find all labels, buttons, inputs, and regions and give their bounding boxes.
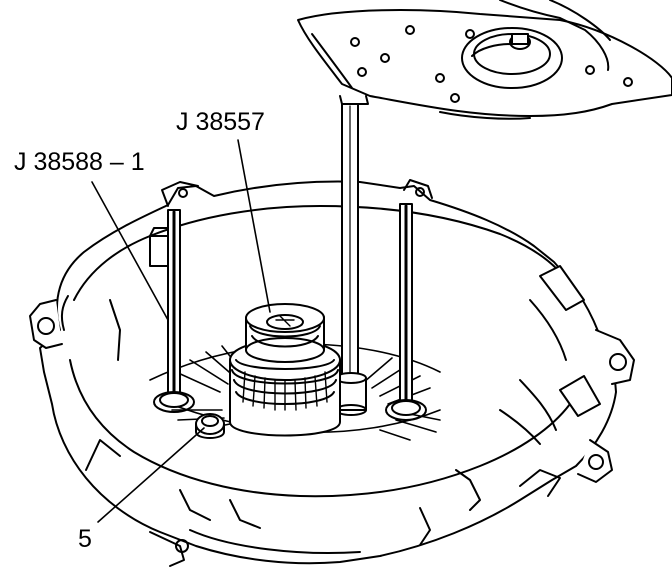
label-j38557: J 38557 bbox=[176, 108, 265, 136]
leader-j38588 bbox=[91, 181, 169, 321]
support-fixture bbox=[297, 0, 672, 120]
guide-pin-right bbox=[385, 203, 427, 421]
label-j38588-1: J 38588 – 1 bbox=[14, 148, 145, 176]
leader-lines bbox=[91, 139, 271, 523]
tool-j38557 bbox=[229, 303, 341, 437]
label-item-5: 5 bbox=[78, 525, 92, 553]
guide-pin-left bbox=[153, 209, 195, 413]
leader-j38557 bbox=[237, 139, 271, 313]
leader-item-5 bbox=[97, 427, 205, 523]
